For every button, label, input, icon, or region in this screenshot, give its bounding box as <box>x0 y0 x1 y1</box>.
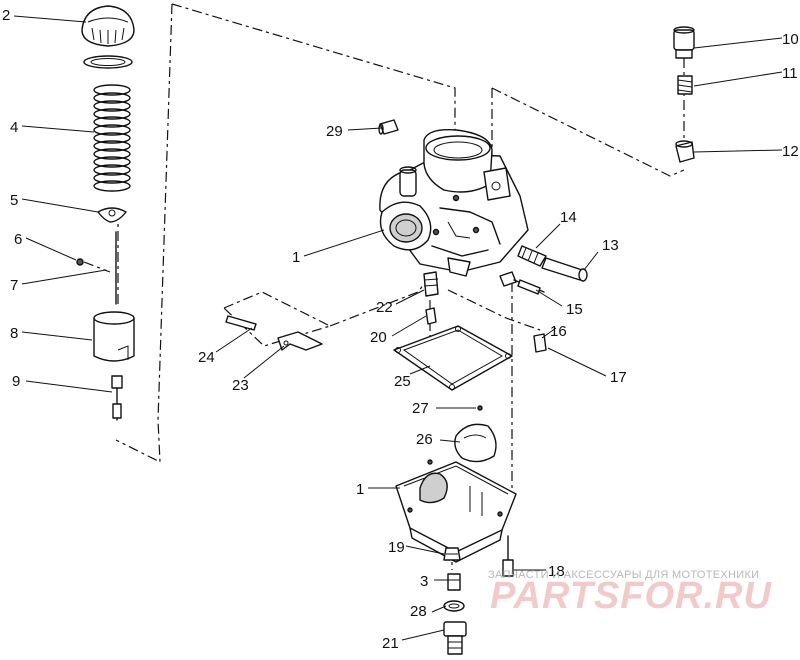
part-o-ring <box>443 600 465 612</box>
callout-5: 5 <box>10 192 18 209</box>
callout-22: 22 <box>376 299 393 316</box>
callout-14: 14 <box>560 209 577 226</box>
callout-20: 20 <box>370 329 387 346</box>
callout-19: 19 <box>388 539 405 556</box>
callout-24: 24 <box>198 349 215 366</box>
watermark-brand: PARTSFOR.RU <box>490 575 772 617</box>
part-float <box>454 423 497 463</box>
callout-28: 28 <box>410 603 427 620</box>
callout-11: 11 <box>782 65 798 82</box>
callout-18: 18 <box>548 563 565 580</box>
part-spring <box>93 84 131 192</box>
part-drain-plug <box>443 547 461 561</box>
callout-10: 10 <box>782 31 799 48</box>
callout-13: 13 <box>602 237 619 254</box>
callout-29: 29 <box>326 123 343 140</box>
callout-6: 6 <box>14 231 22 248</box>
callout-3: 3 <box>420 573 428 590</box>
callout-15: 15 <box>566 301 583 318</box>
part-air-screw <box>499 271 545 295</box>
part-vent-fitting <box>378 119 399 135</box>
assembly-lines <box>83 3 685 570</box>
callout-1-bottom: 1 <box>356 481 364 498</box>
part-bowl-gasket <box>393 325 513 391</box>
callout-9: 9 <box>12 373 20 390</box>
part-throttle-slide <box>93 311 135 362</box>
part-carburetor-body <box>379 129 529 277</box>
part-drain-fitting <box>533 333 547 353</box>
callout-7: 7 <box>10 277 18 294</box>
callout-12: 12 <box>782 143 799 160</box>
callout-23: 23 <box>232 377 249 394</box>
part-cable-adjuster <box>673 26 695 59</box>
part-float-bowl <box>395 459 517 563</box>
leader-lines <box>13 15 783 641</box>
watermark: ЗАПЧАСТИ И АКСЕССУАРЫ ДЛЯ МОТОТЕХНИКИ PA… <box>488 569 772 617</box>
callout-26: 26 <box>416 431 433 448</box>
callout-16: 16 <box>550 323 567 340</box>
part-needle-clip <box>97 207 127 223</box>
part-cap <box>81 5 135 47</box>
part-e-ring <box>76 258 84 266</box>
part-needle-jet <box>443 621 467 655</box>
part-cable-cap <box>675 140 695 163</box>
callout-1-top: 1 <box>292 249 300 266</box>
part-pilot-screw <box>111 375 123 421</box>
part-pin <box>477 405 483 411</box>
part-main-jet <box>447 573 461 591</box>
callout-27: 27 <box>412 400 429 417</box>
callout-17: 17 <box>610 369 627 386</box>
callouts: 2 4 5 6 7 8 9 10 11 12 1 29 14 13 15 16 … <box>2 7 799 652</box>
part-bowl-screw <box>502 535 514 577</box>
part-adjuster-nut <box>677 75 693 95</box>
part-linkage <box>225 315 323 351</box>
callout-21: 21 <box>382 635 399 652</box>
part-gasket-ring <box>83 55 133 69</box>
watermark-caption: ЗАПЧАСТИ И АКСЕССУАРЫ ДЛЯ МОТОТЕХНИКИ <box>488 569 759 581</box>
callout-8: 8 <box>10 325 18 342</box>
part-idle-screw <box>517 245 588 282</box>
part-jet-holder <box>423 271 439 325</box>
callout-25: 25 <box>394 373 411 390</box>
callout-4: 4 <box>10 119 18 136</box>
callout-2: 2 <box>2 7 10 24</box>
